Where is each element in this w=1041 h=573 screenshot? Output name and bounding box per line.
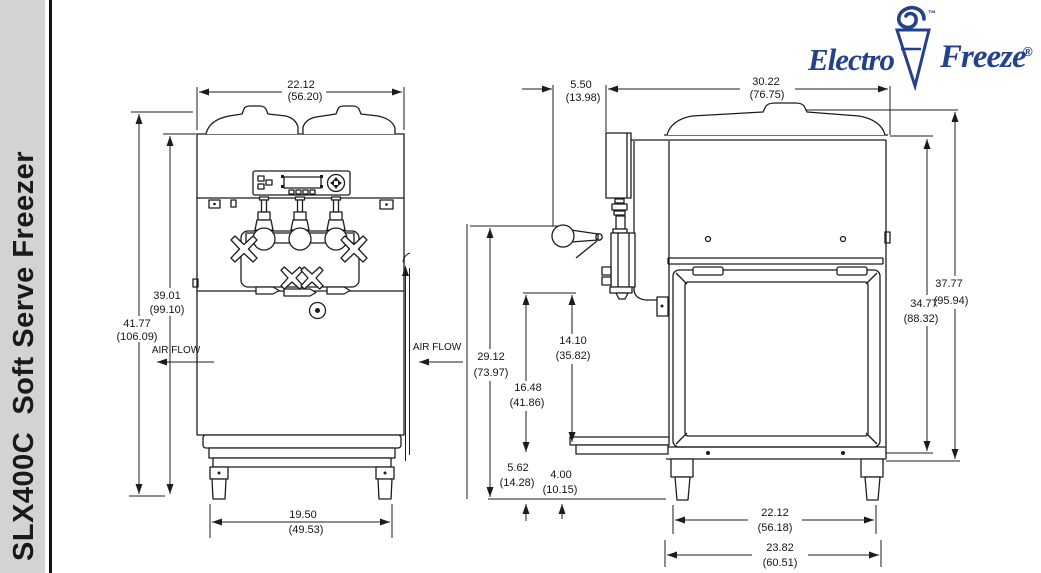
side-grille-panel (672, 266, 881, 448)
side-legs (670, 458, 884, 501)
side-dispense-valve (551, 198, 636, 300)
left-latch (208, 199, 221, 209)
dim-side-leg-spacing-cm: (56.18) (758, 522, 793, 534)
dim-side-base-depth-cm: (60.51) (763, 557, 798, 569)
dim-front-overall-height-in: 41.77 (123, 318, 151, 330)
hand-screw-bottom (300, 266, 324, 290)
side-drip-tray (569, 436, 670, 446)
dispense-lever-ball (551, 224, 575, 248)
dim-side-tray-depth-cm: (10.15) (543, 484, 578, 496)
dim-side-spout-height-in: 29.12 (477, 351, 505, 363)
dim-side-handle-clearance-in: 5.50 (570, 79, 591, 91)
drain-port (308, 301, 327, 320)
dim-side-panel-height-cm: (35.82) (556, 350, 591, 362)
ice-cream-cone-icon: ™ (894, 5, 936, 91)
dim-side-lid-height-cm: (95.94) (934, 295, 969, 307)
dim-front-overall-width-in: 22.12 (287, 79, 315, 91)
dim-front-leg-spacing-in: 19.50 (289, 509, 317, 521)
dim-side-spout-height-cm: (73.97) (474, 367, 509, 379)
spout-stems (254, 196, 346, 231)
right-latch (379, 199, 394, 210)
dim-side-handle-clearance-cm: (13.98) (566, 92, 601, 104)
side-view-dimensions: 5.50 (13.98) 30.22 (76.75) AIR FLOW 29.1… (413, 76, 969, 569)
control-panel (252, 170, 351, 196)
trademark-mark: ™ (928, 9, 936, 18)
dim-side-overall-depth-cm: (76.75) (750, 89, 785, 101)
dim-front-overall-height-cm: (106.09) (117, 331, 158, 343)
dim-front-body-height-cm: (99.10) (150, 304, 185, 316)
dim-front-overall-width-cm: (56.20) (288, 91, 323, 103)
side-airflow-label: AIR FLOW (413, 342, 462, 353)
display-screen (283, 176, 322, 189)
dim-side-panel-height-in: 14.10 (559, 335, 587, 347)
hand-screw-left (230, 235, 258, 263)
logo-word-electro: Electro (808, 42, 895, 77)
dim-side-lid-height-in: 37.77 (935, 278, 963, 290)
dim-side-tray-height-cm: (41.86) (510, 397, 545, 409)
left-hopper-lid (205, 105, 299, 135)
logo-word-freeze: Freeze (940, 39, 1027, 75)
dim-front-body-height-in: 39.01 (153, 290, 181, 302)
front-view (192, 105, 411, 500)
dim-front-leg-spacing-cm: (49.53) (289, 524, 324, 536)
sidebar-divider (49, 0, 52, 573)
spout-knob (288, 227, 312, 251)
dim-side-tray-height-in: 16.48 (514, 382, 542, 394)
front-airflow-label: AIR FLOW (152, 345, 201, 356)
side-view (551, 102, 891, 501)
hand-screw-right (340, 235, 368, 263)
dispense-head (230, 196, 368, 297)
front-view-dimensions: 22.12 (56.20) 41.77 (106.09) 39.01 (99.1… (117, 79, 405, 538)
side-hopper-lid (666, 102, 886, 136)
product-title-sidebar: SLX400C Soft Serve Freezer (0, 0, 45, 573)
electro-freeze-logo: Electro ™ Freeze ® (800, 0, 1041, 95)
dim-side-tray-depth-in: 4.00 (550, 469, 571, 481)
right-hopper-lid (302, 105, 396, 134)
front-drip-tray (202, 434, 402, 449)
dim-side-base-depth-in: 23.82 (766, 542, 794, 554)
selector-dial (326, 173, 346, 193)
dim-side-front-offset-in: 5.62 (507, 462, 528, 474)
registered-mark: ® (1023, 44, 1033, 59)
front-legs (209, 466, 395, 500)
dim-side-body-height-cm: (88.32) (904, 313, 939, 325)
dispense-lever-arm (570, 229, 599, 243)
dim-side-body-height-in: 34.77 (910, 298, 938, 310)
dim-side-overall-depth-in: 30.22 (752, 76, 780, 88)
dim-side-front-offset-cm: (14.28) (500, 477, 535, 489)
dim-side-leg-spacing-in: 22.12 (761, 507, 789, 519)
